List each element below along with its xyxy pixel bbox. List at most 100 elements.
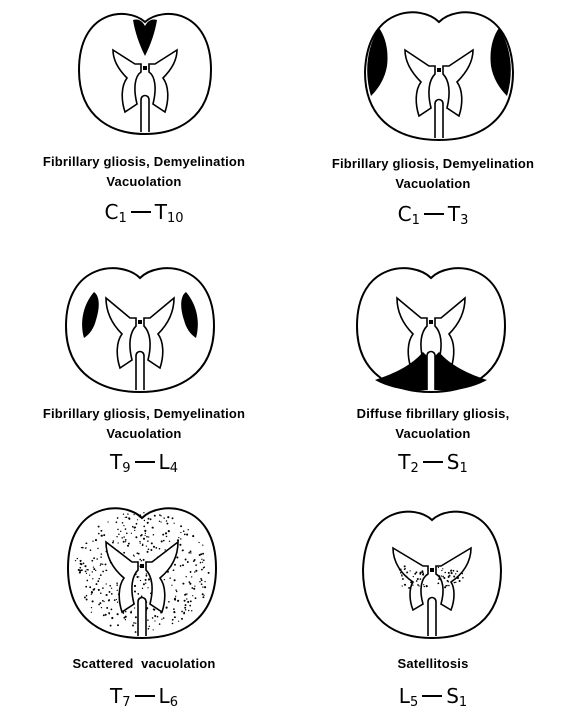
stipple-dot xyxy=(90,549,92,551)
central-canal xyxy=(430,568,434,572)
stipple-dot xyxy=(91,560,93,562)
stipple-dot xyxy=(139,559,141,561)
stipple-dot xyxy=(454,582,455,583)
stipple-dot xyxy=(438,575,440,577)
stipple-dot xyxy=(134,530,135,531)
stipple-dot xyxy=(145,535,146,536)
stipple-dot xyxy=(92,578,93,579)
panel-l5-s1: Satellitosis L5S1 xyxy=(289,500,577,713)
stipple-dot xyxy=(184,594,186,596)
stipple-dot xyxy=(166,607,168,609)
stipple-dot xyxy=(139,516,141,518)
stipple-dot xyxy=(201,559,202,560)
stipple-dot xyxy=(151,542,153,544)
stipple-dot xyxy=(125,611,126,612)
stipple-dot xyxy=(438,578,440,580)
stipple-dot xyxy=(102,587,104,589)
stipple-dot xyxy=(172,517,174,519)
stipple-dot xyxy=(187,601,189,603)
stipple-dot xyxy=(125,517,126,518)
stipple-dot xyxy=(182,564,184,566)
stipple-dot xyxy=(186,534,188,536)
stipple-dot xyxy=(163,517,164,518)
stipple-dot xyxy=(125,616,127,618)
stipple-dot xyxy=(93,566,94,567)
stipple-dot xyxy=(117,590,118,591)
finding-text: Fibrillary gliosis, DemyelinationVacuola… xyxy=(0,404,288,444)
stipple-dot xyxy=(420,572,422,574)
stipple-dot xyxy=(163,617,165,619)
stipple-dot xyxy=(204,586,206,588)
stipple-dot xyxy=(442,576,444,578)
stipple-dot xyxy=(113,540,115,542)
stipple-dot xyxy=(186,598,187,599)
stipple-dot xyxy=(95,539,97,541)
stipple-dot xyxy=(91,612,92,613)
stipple-dot xyxy=(79,567,81,569)
stipple-dot xyxy=(137,519,138,520)
stipple-dot xyxy=(168,601,170,603)
stipple-dot xyxy=(198,542,199,543)
stipple-dot xyxy=(154,515,156,517)
stipple-dot xyxy=(456,570,457,571)
stipple-dot xyxy=(202,593,204,595)
stipple-dot xyxy=(134,591,136,593)
stipple-dot xyxy=(118,542,119,543)
stipple-dot xyxy=(190,550,192,552)
stipple-dot xyxy=(185,604,187,606)
stipple-dot xyxy=(86,542,88,544)
stipple-dot xyxy=(186,576,187,577)
cord-cross-section-4 xyxy=(351,262,511,396)
stipple-dot xyxy=(185,609,187,611)
stipple-dot xyxy=(95,570,96,571)
stipple-dot xyxy=(106,583,107,584)
stipple-dot xyxy=(134,585,136,587)
stipple-dot xyxy=(166,536,168,538)
stipple-dot xyxy=(86,569,88,571)
stipple-dot xyxy=(182,583,184,585)
stipple-dot xyxy=(192,595,193,596)
stipple-dot xyxy=(455,582,456,583)
central-canal xyxy=(429,320,433,324)
stipple-dot xyxy=(201,583,203,585)
stipple-dot xyxy=(127,545,129,547)
stipple-dot xyxy=(145,533,146,534)
stipple-dot xyxy=(123,612,124,613)
cord-cross-section-3 xyxy=(60,262,220,396)
stipple-dot xyxy=(202,596,204,598)
stipple-dot xyxy=(417,578,419,580)
stipple-dot xyxy=(84,596,86,598)
stipple-dot xyxy=(86,580,88,582)
stipple-dot xyxy=(122,522,124,524)
stipple-dot xyxy=(93,557,95,559)
stipple-dot xyxy=(459,580,461,582)
stipple-dot xyxy=(404,584,406,586)
stipple-dot xyxy=(102,564,103,565)
stipple-dot xyxy=(81,547,82,548)
stipple-dot xyxy=(102,600,104,602)
stipple-dot xyxy=(200,562,202,564)
stipple-dot xyxy=(202,544,203,545)
stipple-dot xyxy=(100,556,102,558)
stipple-dot xyxy=(191,587,193,589)
stipple-dot xyxy=(174,579,176,581)
anterior-fissure xyxy=(435,100,443,139)
stipple-dot xyxy=(145,575,147,577)
stipple-dot xyxy=(201,579,203,581)
stipple-dot xyxy=(75,560,76,561)
stipple-dot xyxy=(443,577,445,579)
stipple-dot xyxy=(150,549,152,551)
stipple-dot xyxy=(189,581,191,583)
stipple-dot xyxy=(188,552,190,554)
stipple-dot xyxy=(448,581,449,582)
stipple-dot xyxy=(143,526,145,528)
stipple-dot xyxy=(171,585,172,586)
stipple-dot xyxy=(101,553,102,554)
stipple-dot xyxy=(96,558,98,560)
stipple-dot xyxy=(187,561,189,563)
stipple-dot xyxy=(410,570,411,571)
stipple-dot xyxy=(86,573,87,574)
stipple-dot xyxy=(402,585,403,586)
stipple-dot xyxy=(137,514,139,516)
